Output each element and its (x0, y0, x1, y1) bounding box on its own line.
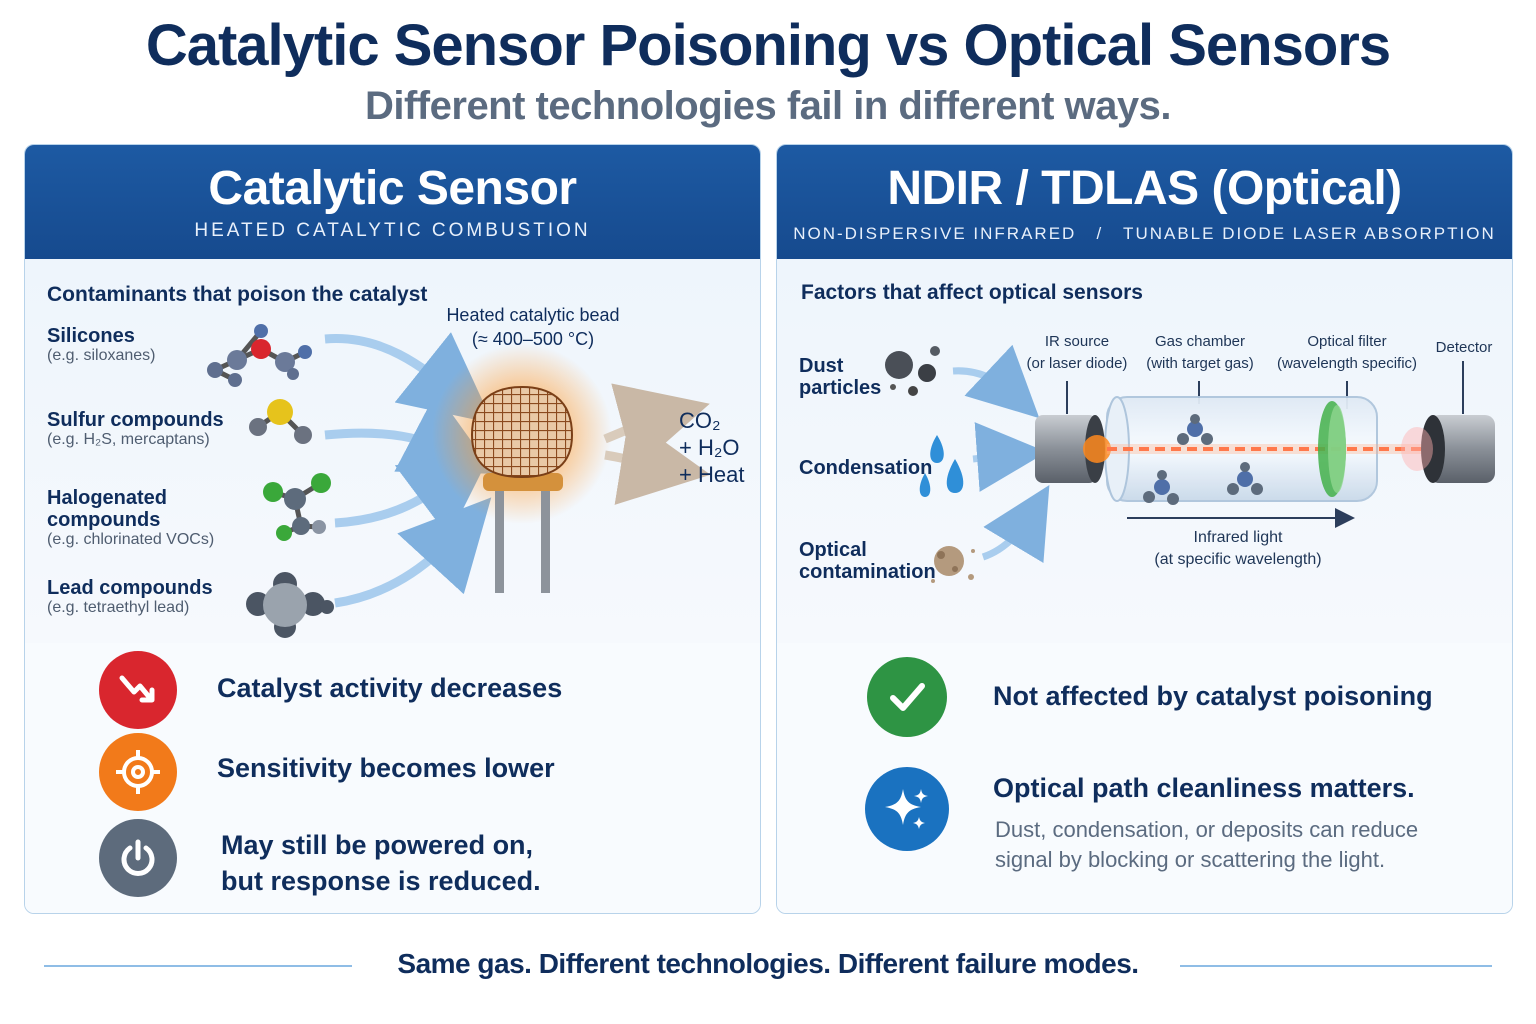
catalytic-diagram (207, 324, 711, 638)
optical-filter-label: Optical filter (wavelength specific) (1276, 333, 1418, 372)
flow-arrow-icon (952, 344, 1040, 419)
contaminant-item: Silicones (e.g. siloxanes) (47, 325, 156, 365)
optical-panel-header: NDIR / TDLAS (Optical) NON-DISPERSIVE IN… (777, 145, 1512, 259)
beam-label: Infrared light (at specific wavelength) (1154, 529, 1322, 568)
catalytic-panel-header: Catalytic Sensor HEATED CATALYTIC COMBUS… (25, 145, 760, 259)
optical-filter-icon (1318, 401, 1346, 497)
product-heat: + Heat (679, 462, 745, 487)
contaminant-example: (e.g. siloxanes) (47, 347, 156, 364)
target-icon (99, 733, 177, 811)
lead-molecule-icon (246, 572, 334, 638)
product-arrow-icon (603, 383, 710, 471)
optical-factors-section: Factors that affect optical sensors Dust… (777, 259, 1512, 643)
page-subtitle: Different technologies fail in different… (364, 84, 1172, 128)
divider-left (44, 965, 352, 967)
page-title: Catalytic Sensor Poisoning vs Optical Se… (145, 13, 1391, 78)
sulfur-molecule-icon (249, 399, 312, 444)
contaminant-item: Sulfur compounds (e.g. H₂S, mercaptans) (47, 409, 224, 449)
dust-particles-icon (885, 346, 940, 396)
water-droplets-icon (919, 435, 964, 497)
combustion-products: CO₂ + H₂O + Heat (679, 407, 744, 488)
factors-section-title: Factors that affect optical sensors (801, 281, 1143, 304)
gas-chamber-label: Gas chamber (with target gas) (1146, 333, 1254, 372)
tagline: Same gas. Different technologies. Differ… (397, 948, 1139, 979)
ir-source-label: IR source (or laser diode) (1026, 333, 1128, 372)
contaminant-example: (e.g. H₂S, mercaptans) (47, 431, 210, 448)
catalytic-contaminants-section: Contaminants that poison the catalyst Si… (25, 259, 760, 643)
optical-diagram (885, 344, 1495, 583)
product-co2: CO₂ (679, 408, 721, 433)
halogenated-molecule-icon (263, 473, 331, 541)
result-not-affected: Not affected by catalyst poisoning (993, 681, 1433, 711)
product-arrow-icon (604, 416, 711, 505)
flow-arrow-icon (334, 497, 492, 608)
contaminant-name: Silicones (47, 325, 135, 347)
bead-label: Heated catalytic bead (≈ 400–500 °C) (446, 305, 620, 349)
contaminant-item: Halogenated compounds (e.g. chlorinated … (47, 487, 214, 549)
optical-subheading: NON-DISPERSIVE INFRARED / TUNABLE DIODE … (793, 224, 1496, 243)
detector-icon (1401, 415, 1495, 483)
result-cleanliness-title: Optical path cleanliness matters. (993, 773, 1415, 803)
contaminants-section-title: Contaminants that poison the catalyst (47, 283, 428, 306)
optical-sensor-panel: NDIR / TDLAS (Optical) NON-DISPERSIVE IN… (776, 144, 1513, 914)
flow-arrow-icon (981, 484, 1050, 564)
catalytic-sensor-panel: Catalytic Sensor HEATED CATALYTIC COMBUS… (24, 144, 761, 914)
catalytic-heading: Catalytic Sensor (208, 162, 577, 215)
contaminant-name: Lead compounds (47, 577, 213, 599)
catalytic-subheading: HEATED CATALYTIC COMBUSTION (194, 220, 591, 241)
down-trend-icon (99, 651, 177, 729)
silicone-molecule-icon (207, 324, 312, 387)
contaminant-example: (e.g. chlorinated VOCs) (47, 531, 215, 548)
factor-dust: Dust particles (799, 355, 882, 399)
sparkle-icon (865, 767, 949, 851)
contaminant-example: (e.g. tetraethyl lead) (47, 599, 190, 616)
contaminant-item: Lead compounds (e.g. tetraethyl lead) (47, 577, 213, 617)
divider-right (1180, 965, 1492, 967)
effect-text: Catalyst activity decreases (217, 673, 563, 703)
optical-results-section: Not affected by catalyst poisoning Optic… (777, 643, 1512, 913)
catalytic-bead-icon (432, 344, 612, 593)
contaminant-name: Halogenated compounds (47, 487, 168, 531)
result-cleanliness-detail: Dust, condensation, or deposits can redu… (995, 817, 1419, 872)
power-icon (99, 819, 177, 897)
contamination-particle-icon (931, 546, 975, 583)
optical-heading: NDIR / TDLAS (Optical) (887, 162, 1402, 215)
contaminant-name: Sulfur compounds (47, 409, 224, 431)
effect-text: May still be powered on, but response is… (221, 830, 541, 896)
factor-condensation: Condensation (799, 457, 933, 479)
factor-optical-contamination: Optical contamination (799, 539, 936, 583)
catalytic-effects-section: Catalyst activity decreases Sensitivity … (25, 643, 760, 913)
detector-label: Detector (1435, 339, 1493, 356)
flow-arrow-icon (972, 422, 1047, 492)
target-gas-molecule-icon (1143, 414, 1263, 505)
ir-source-icon (1035, 415, 1111, 483)
effect-text: Sensitivity becomes lower (217, 753, 555, 783)
checkmark-icon (867, 657, 947, 737)
product-h2o: + H₂O (679, 435, 740, 460)
